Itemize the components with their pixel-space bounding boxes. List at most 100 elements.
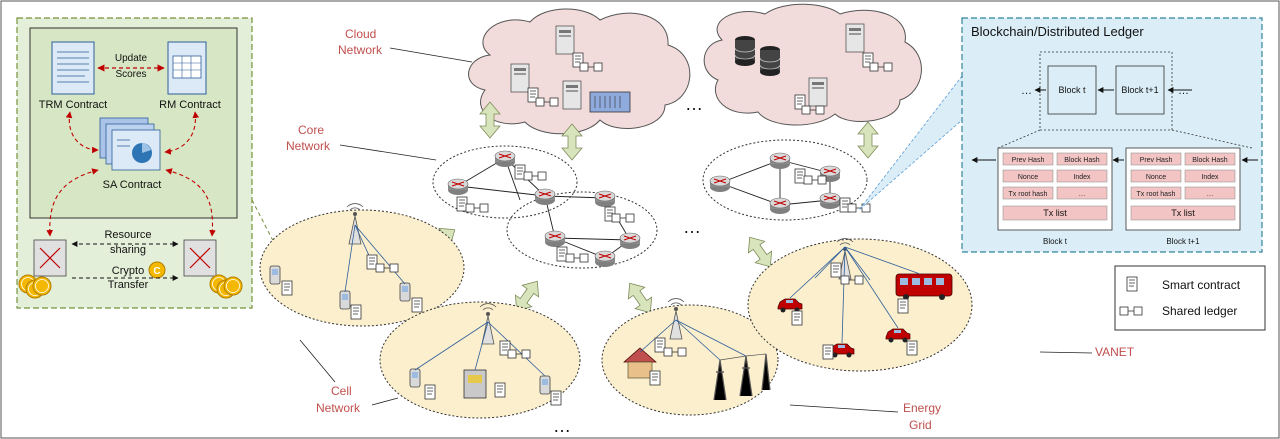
- field-tx-list: Tx list: [1171, 208, 1195, 218]
- smart-contract-icon: [794, 168, 806, 184]
- transfer-coin-icon: C: [148, 261, 166, 279]
- shared-ledger-icon: [847, 203, 871, 213]
- grid-links: [639, 319, 747, 361]
- smart-contract-icon: [550, 390, 562, 406]
- block-t-detail: [997, 147, 1113, 231]
- core-network-label-1: Core: [298, 123, 324, 137]
- field-ellipsis: …: [1207, 191, 1214, 198]
- field-ellipsis: …: [1079, 191, 1086, 198]
- field-index: Index: [1201, 174, 1219, 181]
- legend-box: [1114, 265, 1266, 331]
- chain-dots-right: …: [1178, 85, 1189, 97]
- smart-contract-icon: [556, 246, 568, 262]
- cloud-ellipsis: …: [685, 94, 703, 114]
- smart-contract-icon: [366, 254, 378, 270]
- router-icon: [619, 232, 641, 250]
- block-t-box: [1047, 65, 1097, 115]
- block-t1-caption: Block t+1: [1166, 237, 1200, 246]
- router-device-icon: [463, 369, 487, 399]
- mobile-phone-icon: [269, 265, 281, 285]
- sa-contract-label: SA Contract: [103, 179, 162, 191]
- smart-contract-icon: [350, 304, 362, 320]
- core-ellipsis: …: [683, 217, 701, 237]
- sa-contract-icon: [99, 117, 161, 171]
- trm-sa-arrow: [65, 111, 99, 154]
- field-index: Index: [1073, 174, 1091, 181]
- field-prev-hash: Prev Hash: [1140, 157, 1173, 164]
- field-tx-root-hash: Tx root hash: [1009, 191, 1048, 198]
- router-icon: [544, 230, 566, 248]
- cloud-label-leader: [389, 47, 473, 63]
- field-tx-root-hash: Tx root hash: [1137, 191, 1176, 198]
- cell-label-leader-2: [371, 397, 399, 406]
- server-icon: [510, 63, 530, 93]
- cloud-network-label-1: Cloud: [345, 27, 376, 41]
- energy-grid-label-2: Grid: [909, 418, 932, 432]
- legend-shared-ledger-label: Shared ledger: [1162, 304, 1237, 318]
- mobile-phone-icon: [409, 368, 421, 388]
- vanet-links: [789, 246, 921, 344]
- router-icon: [594, 250, 616, 268]
- router-icon: [494, 150, 516, 168]
- left-node-icon: [33, 239, 67, 277]
- core-label-leader: [339, 144, 437, 161]
- server-icon: [845, 23, 865, 53]
- cloud-right: [703, 3, 922, 126]
- power-pylons-icon: [713, 353, 771, 401]
- rm-contract-icon: [167, 41, 207, 95]
- field-prev-hash: Prev Hash: [1012, 157, 1045, 164]
- shared-ledger-icon: [611, 213, 635, 223]
- field-block-hash: Block Hash: [1064, 157, 1100, 164]
- shared-ledger-icon: [803, 175, 827, 185]
- router-icon: [447, 178, 469, 196]
- field-nonce: Nonce: [1018, 174, 1038, 181]
- smart-contract-icon: [1126, 276, 1138, 292]
- mobile-phone-icon: [539, 375, 551, 395]
- rm-sa-arrow: [164, 111, 200, 155]
- resource-sharing-label-1: Resource: [104, 229, 151, 241]
- smart-contract-icon: [649, 370, 661, 386]
- vanet-label: VANET: [1095, 345, 1135, 359]
- smart-contract-icon: [456, 196, 468, 212]
- server-icon: [562, 80, 582, 110]
- vanet-ellipse: [747, 238, 973, 372]
- cell-network-label-1: Cell: [331, 384, 352, 398]
- trm-contract-icon: [51, 41, 95, 95]
- router-icon: [819, 192, 841, 210]
- zoom-lines: [997, 129, 1253, 149]
- router-icon: [594, 190, 616, 208]
- database-icon: [759, 46, 781, 76]
- server-icon: [808, 77, 828, 107]
- resource-sharing-label-2: sharing: [110, 244, 146, 256]
- svg-text:C: C: [153, 266, 160, 277]
- mobile-phone-icon: [339, 290, 351, 310]
- core-network-label-2: Network: [286, 139, 331, 153]
- smart-contract-icon: [897, 298, 909, 314]
- update-scores-label-1: Update: [115, 53, 148, 64]
- router-icon: [534, 188, 556, 206]
- shared-ledger-icon: [465, 203, 489, 213]
- cell-label-leader-1: [299, 339, 336, 383]
- cell-ellipse-upper: [259, 209, 465, 327]
- energy-grid-ellipse: [601, 304, 779, 416]
- smart-contract-icon: [411, 297, 423, 313]
- smart-contract-icon: [906, 340, 918, 356]
- block-t1-label: Block t+1: [1121, 85, 1158, 95]
- update-scores-label-2: Scores: [115, 69, 146, 80]
- field-tx-list: Tx list: [1043, 208, 1067, 218]
- block-t1-detail: [1125, 147, 1241, 231]
- sa-node-left-arrow: [46, 168, 99, 237]
- crypto-transfer-label-2: Transfer: [108, 279, 149, 291]
- smart-contract-icon: [791, 310, 803, 326]
- blockchain-callout: [858, 75, 963, 211]
- server-icon: [555, 25, 575, 55]
- block-t-caption: Block t: [1043, 237, 1068, 246]
- panel-callout-line: [251, 199, 283, 259]
- smart-contract-icon: [830, 262, 842, 278]
- mobile-phone-icon: [399, 282, 411, 302]
- shared-ledger-icon: [565, 253, 589, 263]
- coin-icon: [32, 276, 52, 296]
